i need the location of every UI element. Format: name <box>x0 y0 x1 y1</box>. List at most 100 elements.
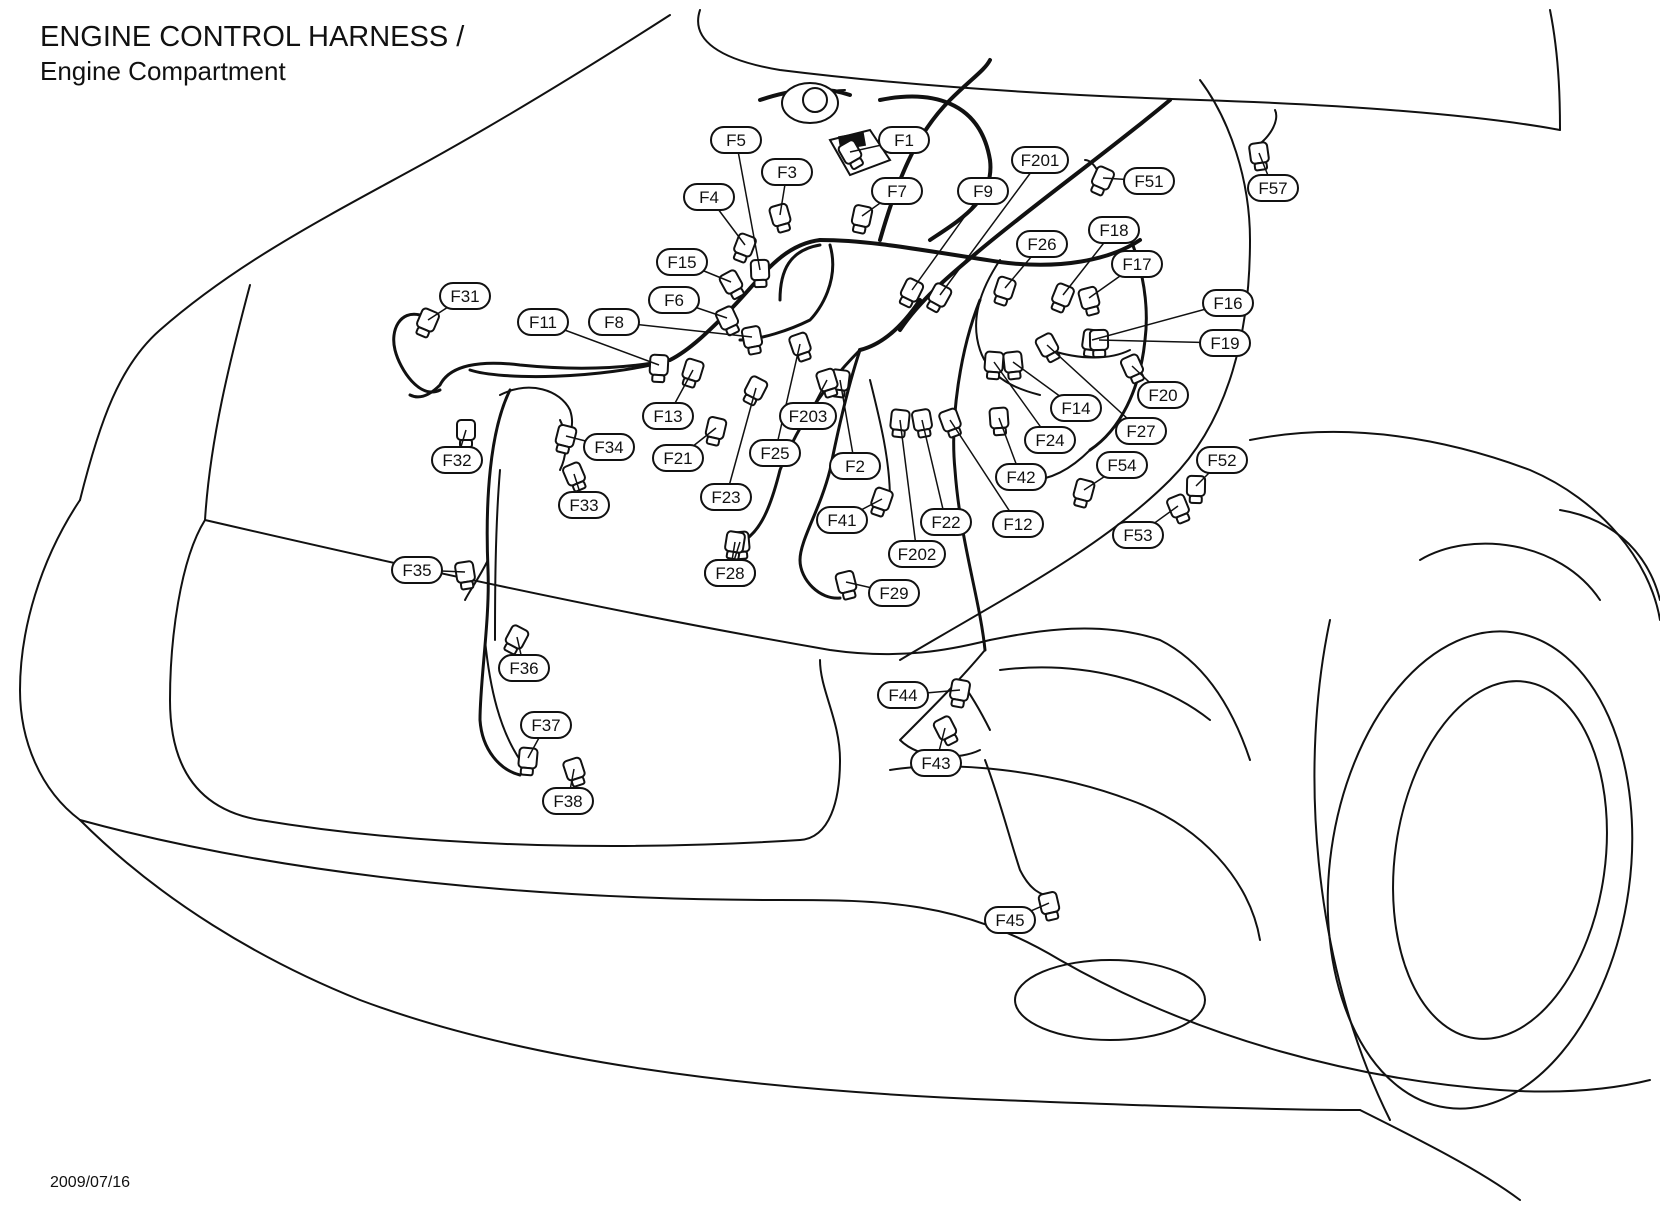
connector-label-f32: F32 <box>431 446 483 474</box>
connector-plug-icon <box>1072 477 1096 509</box>
connector-label-f20: F20 <box>1137 381 1189 409</box>
leader-line <box>949 419 1019 525</box>
connector-label-text: F21 <box>663 449 692 468</box>
connector-plug-icon <box>1090 165 1116 197</box>
connector-plug-icon <box>740 325 764 356</box>
connector-plug-icon <box>456 419 476 448</box>
connector-label-f15: F15 <box>656 248 708 276</box>
connector-plug-icon <box>788 331 812 363</box>
connector-plug-icon <box>1034 332 1061 364</box>
connector-label-f38: F38 <box>542 787 594 815</box>
connector-label-text: F25 <box>760 444 789 463</box>
connector-label-f36: F36 <box>498 654 550 682</box>
connector-label-f2: F2 <box>829 452 881 480</box>
connector-plug-icon <box>1077 285 1101 317</box>
connector-label-text: F16 <box>1213 294 1242 313</box>
connector-plug-icon <box>1185 474 1207 505</box>
connector-label-text: F13 <box>653 407 682 426</box>
leader-line <box>1046 344 1142 432</box>
connector-label-text: F42 <box>1006 468 1035 487</box>
connector-label-text: F17 <box>1122 255 1151 274</box>
leader-line <box>939 159 1041 296</box>
connector-plug-icon <box>732 232 757 264</box>
connector-label-f18: F18 <box>1088 216 1140 244</box>
connector-label-f45: F45 <box>984 906 1036 934</box>
connector-label-f44: F44 <box>877 681 929 709</box>
connector-label-f1: F1 <box>878 126 930 154</box>
connector-label-text: F43 <box>921 754 950 773</box>
connector-label-text: F202 <box>898 545 937 564</box>
connector-label-text: F6 <box>664 291 684 310</box>
diagram-subtitle: Engine Compartment <box>40 56 286 86</box>
connector-label-text: F8 <box>604 313 624 332</box>
connector-label-f57: F57 <box>1247 174 1299 202</box>
connector-label-f19: F19 <box>1199 329 1251 357</box>
leader-line <box>839 379 856 467</box>
connector-label-f35: F35 <box>391 556 443 584</box>
connector-label-text: F2 <box>845 457 865 476</box>
connector-label-text: F33 <box>569 496 598 515</box>
connector-label-text: F31 <box>450 287 479 306</box>
connector-label-f42: F42 <box>995 463 1047 491</box>
connector-label-text: F18 <box>1099 221 1128 240</box>
connector-plug-icon <box>1088 328 1110 359</box>
connector-label-text: F54 <box>1107 456 1136 475</box>
connector-label-f37: F37 <box>520 711 572 739</box>
diagram-date: 2009/07/16 <box>50 1174 131 1191</box>
connector-plug-icon <box>850 204 874 235</box>
connector-label-f29: F29 <box>868 579 920 607</box>
connector-plug-icon <box>983 350 1005 381</box>
connector-plug-icon <box>554 423 578 455</box>
connector-label-f34: F34 <box>583 433 635 461</box>
connector-label-f53: F53 <box>1112 521 1164 549</box>
connector-label-text: F37 <box>531 716 560 735</box>
connector-label-f28: F28 <box>704 559 756 587</box>
connector-plug-icon <box>988 406 1010 437</box>
connector-label-text: F23 <box>711 488 740 507</box>
connector-label-f51: F51 <box>1123 167 1175 195</box>
connector-label-f31: F31 <box>439 282 491 310</box>
connector-label-text: F19 <box>1210 334 1239 353</box>
connector-label-f202: F202 <box>888 540 946 568</box>
connector-label-f16: F16 <box>1202 289 1254 317</box>
connector-label-f201: F201 <box>1011 146 1069 174</box>
connector-label-text: F38 <box>553 792 582 811</box>
connector-plug-icon <box>889 408 911 439</box>
leader-line <box>911 190 984 291</box>
connector-plug-icon <box>926 282 953 314</box>
connector-plug-icon <box>834 569 858 601</box>
connector-label-f203: F203 <box>779 402 837 430</box>
leader-line <box>899 419 918 555</box>
connector-plug-icon <box>1248 141 1270 172</box>
connector-label-f8: F8 <box>588 308 640 336</box>
connector-label-text: F22 <box>931 513 960 532</box>
connector-label-f27: F27 <box>1115 417 1167 445</box>
connector-plug-icon <box>870 486 894 518</box>
connector-label-f41: F41 <box>816 506 868 534</box>
connector-label-f11: F11 <box>517 308 569 336</box>
connector-label-text: F14 <box>1061 399 1090 418</box>
connector-plug-icon <box>749 258 771 289</box>
leader-line <box>735 139 761 271</box>
connector-label-text: F15 <box>667 253 696 272</box>
connector-label-f14: F14 <box>1050 394 1102 422</box>
connector-label-f4: F4 <box>683 183 735 211</box>
connector-label-text: F29 <box>879 584 908 603</box>
connector-label-text: F45 <box>995 911 1024 930</box>
connector-label-text: F12 <box>1003 515 1032 534</box>
connector-plug-icon <box>1002 350 1024 381</box>
connector-plug-icon <box>938 407 962 439</box>
connector-label-text: F28 <box>715 564 744 583</box>
air-cleaner-center <box>802 87 828 113</box>
connector-plug-icon <box>1166 493 1191 525</box>
connector-plug-icon <box>517 746 539 777</box>
diagram-title: ENGINE CONTROL HARNESS / <box>40 21 465 53</box>
connector-label-f21: F21 <box>652 444 704 472</box>
connector-label-text: F3 <box>777 163 797 182</box>
connector-plug-icon <box>648 353 670 384</box>
connector-label-f6: F6 <box>648 286 700 314</box>
connector-plug-icon <box>993 275 1017 307</box>
connector-plug-icon <box>714 305 740 337</box>
